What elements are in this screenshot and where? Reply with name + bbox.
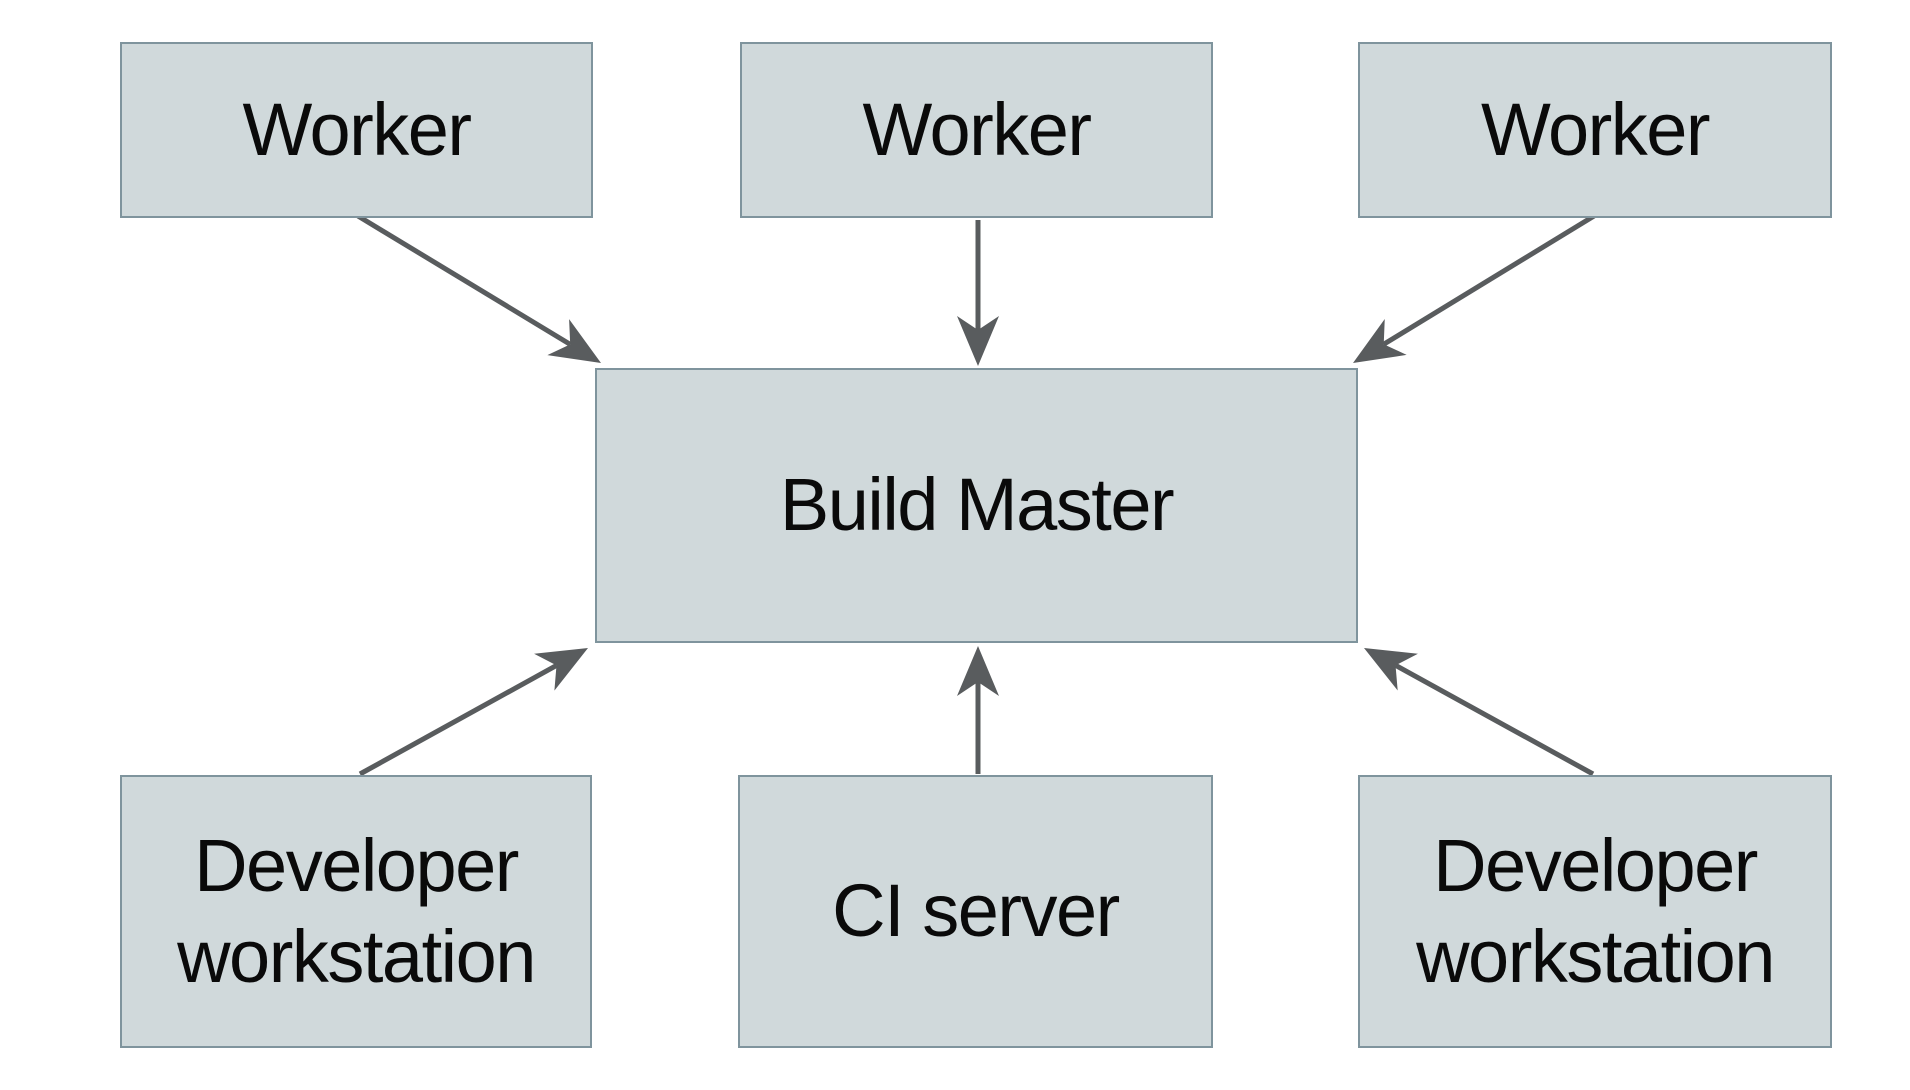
node-worker-3: Worker (1358, 42, 1832, 218)
node-developer-workstation-2-label: Developer workstation (1416, 824, 1775, 998)
edge-line-worker-3-to-build-master (1382, 213, 1596, 347)
node-worker-1-label: Worker (242, 87, 472, 171)
node-ci-server: CI server (738, 775, 1213, 1048)
node-worker-1: Worker (120, 42, 593, 218)
node-worker-2: Worker (740, 42, 1213, 218)
node-worker-2-label: Worker (862, 87, 1092, 171)
node-developer-workstation-2: Developer workstation (1358, 775, 1832, 1048)
edge-line-developer-workstation-2-to-build-master (1394, 663, 1595, 777)
node-build-master: Build Master (595, 368, 1358, 643)
edge-arrowhead-developer-workstation-2-to-build-master (1364, 648, 1418, 691)
node-ci-server-label: CI server (832, 869, 1120, 953)
edge-arrowhead-developer-workstation-1-to-build-master (534, 648, 588, 691)
edge-line-developer-workstation-1-to-build-master (358, 663, 558, 777)
edge-arrowhead-worker-2-to-build-master (957, 316, 999, 366)
node-developer-workstation-1: Developer workstation (120, 775, 592, 1048)
edge-line-worker-1-to-build-master (356, 213, 572, 347)
edge-arrowhead-ci-server-to-build-master (957, 646, 999, 696)
node-developer-workstation-1-label: Developer workstation (177, 824, 536, 998)
node-worker-3-label: Worker (1480, 87, 1711, 171)
node-build-master-label: Build Master (779, 463, 1175, 547)
